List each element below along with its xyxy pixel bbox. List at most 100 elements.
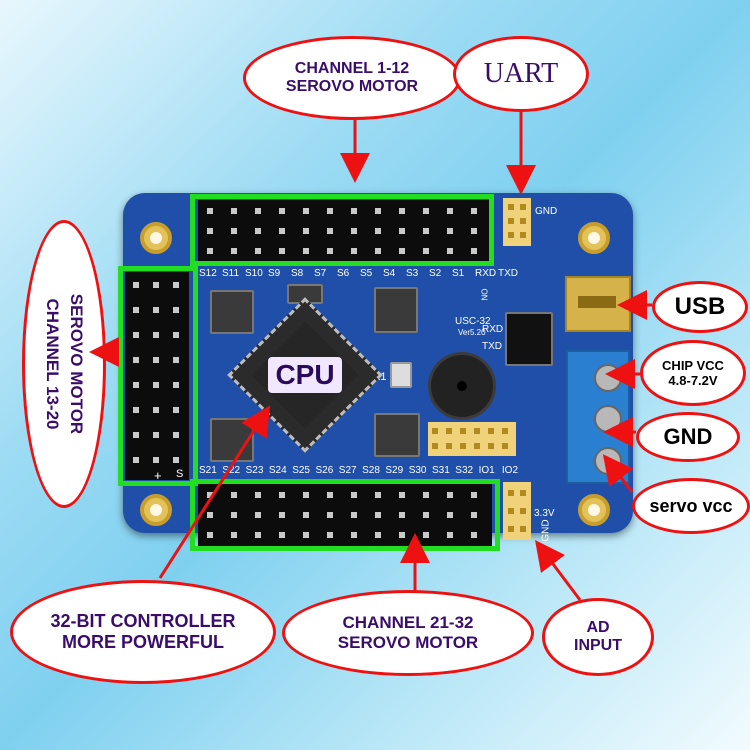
arrow-controller <box>158 405 271 579</box>
header-pin <box>432 428 438 434</box>
header-pin <box>471 492 477 498</box>
header-pin <box>447 228 453 234</box>
channel-silkscreen-label: S27 <box>338 465 357 476</box>
header-pin <box>327 208 333 214</box>
header-pin <box>520 204 526 210</box>
header-pin <box>327 228 333 234</box>
header-pin <box>375 228 381 234</box>
header-pin <box>279 532 285 538</box>
header-pin <box>279 248 285 254</box>
header-pin <box>173 382 179 388</box>
mounting-hole-top-left <box>140 222 172 254</box>
header-pin <box>375 532 381 538</box>
channel-silkscreen-label: S26 <box>315 465 334 476</box>
header-pin <box>173 357 179 363</box>
highlight-channel-13-20 <box>118 266 198 486</box>
pin-header-channel-1-12 <box>198 200 490 262</box>
channel-silkscreen-label: S2 <box>429 268 442 279</box>
channel-silkscreen-label: IO2 <box>501 465 519 476</box>
header-pin <box>207 492 213 498</box>
header-pin <box>351 228 357 234</box>
mounting-hole-top-right <box>578 222 610 254</box>
header-pin <box>207 228 213 234</box>
uart-pin-header <box>503 198 531 246</box>
header-pin <box>133 282 139 288</box>
header-pin <box>279 208 285 214</box>
header-pin <box>520 508 526 514</box>
header-pin <box>327 512 333 518</box>
header-pin <box>508 490 514 496</box>
channel-silkscreen-label: S12 <box>199 268 217 279</box>
header-pin <box>460 428 466 434</box>
gnd-top-silkscreen: GND <box>535 206 558 217</box>
header-pin <box>399 492 405 498</box>
header-pin <box>207 512 213 518</box>
header-pin <box>173 332 179 338</box>
channel-silkscreen-label: S5 <box>360 268 373 279</box>
header-pin <box>153 282 159 288</box>
header-pin <box>133 357 139 363</box>
header-pin <box>279 492 285 498</box>
header-pin <box>520 218 526 224</box>
label-channel-21-32: CHANNEL 21-32 SEROVO MOTOR <box>282 590 534 676</box>
header-pin <box>173 432 179 438</box>
plus-silkscreen: + <box>154 468 162 483</box>
channel-silkscreen-label: S3 <box>406 268 419 279</box>
header-pin <box>351 248 357 254</box>
header-pin <box>447 248 453 254</box>
chip-top-right <box>374 287 418 333</box>
channel-silkscreen-label: S1 <box>452 268 465 279</box>
label-usb: USB <box>652 281 748 333</box>
header-pin <box>231 208 237 214</box>
channel-silkscreen-label: RXD <box>475 268 497 279</box>
header-pin <box>423 208 429 214</box>
version-silkscreen: Ver5.20 <box>458 328 486 337</box>
label-ad-input-line2: INPUT <box>574 637 622 654</box>
model-silkscreen: USC-32 <box>455 316 491 327</box>
header-pin <box>375 492 381 498</box>
channel-silkscreen-label: S10 <box>245 268 263 279</box>
channel-silkscreen-label: S28 <box>362 465 380 476</box>
label-channel-1-12: CHANNEL 1-12 SEROVO MOTOR <box>243 36 461 120</box>
header-pin <box>508 204 514 210</box>
header-pin <box>231 248 237 254</box>
channel-silkscreen-label: TXD <box>498 268 518 279</box>
header-pin <box>279 512 285 518</box>
header-pin <box>153 307 159 313</box>
header-pin <box>399 248 405 254</box>
header-pin <box>488 443 494 449</box>
header-pin <box>488 428 494 434</box>
reset-button <box>390 362 412 388</box>
header-pin <box>133 407 139 413</box>
header-pin <box>474 443 480 449</box>
label-usb-text: USB <box>674 293 726 320</box>
cpu-label: CPU <box>268 357 342 393</box>
header-pin <box>255 208 261 214</box>
label-ad-input-line1: AD <box>586 619 610 636</box>
header-pin <box>255 228 261 234</box>
label-controller-line2: MORE POWERFUL <box>62 632 224 652</box>
channel-silkscreen-label: S23 <box>245 465 264 476</box>
header-pin <box>446 443 452 449</box>
channel-silkscreen-label: S25 <box>292 465 310 476</box>
header-pin <box>255 532 261 538</box>
channel-silkscreen-label: S32 <box>455 465 474 476</box>
header-pin <box>255 512 261 518</box>
header-pin <box>399 228 405 234</box>
header-pin <box>508 526 514 532</box>
header-pin <box>173 307 179 313</box>
header-pin <box>423 228 429 234</box>
header-pin <box>447 208 453 214</box>
arrow-servo-vcc <box>602 454 634 493</box>
header-pin <box>520 232 526 238</box>
header-pin <box>520 526 526 532</box>
highlight-channel-21-32 <box>190 479 500 551</box>
header-pin <box>432 443 438 449</box>
regulator <box>505 312 553 366</box>
header-pin <box>303 532 309 538</box>
channel-silkscreen-label: S31 <box>432 465 450 476</box>
header-pin <box>508 508 514 514</box>
chip-bottom-right <box>374 413 420 457</box>
